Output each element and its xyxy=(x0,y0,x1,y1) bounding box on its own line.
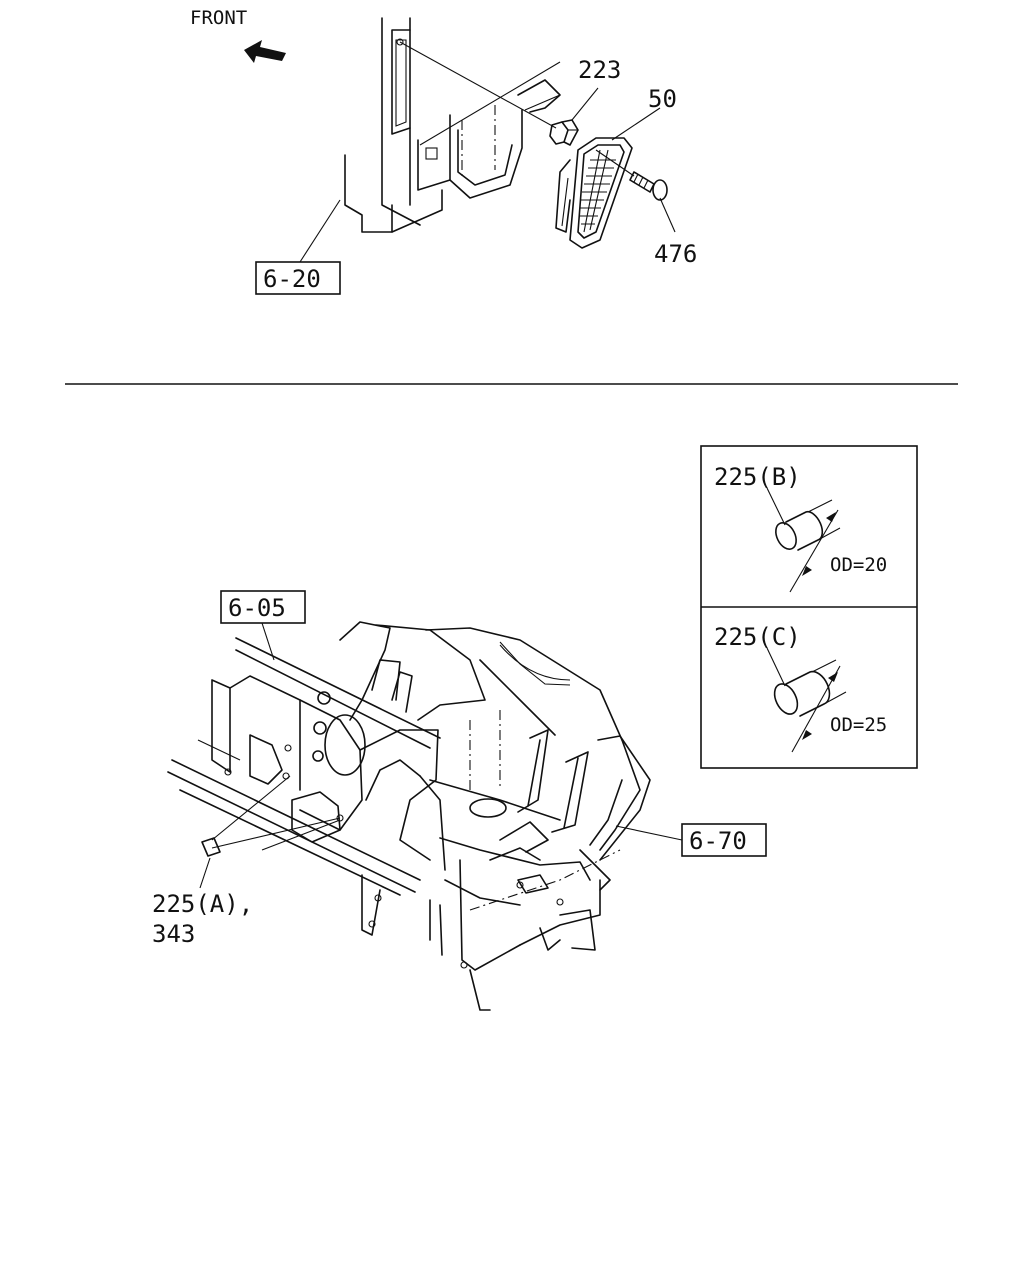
bottom-view: 6-05 xyxy=(152,590,767,1011)
detail-225b-dimension: OD=20 xyxy=(830,554,887,576)
front-arrow-icon xyxy=(244,40,286,63)
detail-225c-dimension: OD=25 xyxy=(830,714,887,736)
body-structure xyxy=(167,621,651,1011)
callout-225a: 225(A), xyxy=(152,890,253,918)
screw-476 xyxy=(595,149,668,201)
ref-box-6-70: 6-70 xyxy=(689,827,747,855)
detail-225b: 225(B) OD=20 xyxy=(714,463,887,593)
callout-476: 476 xyxy=(654,240,697,268)
detail-225c-label: 225(C) xyxy=(714,623,801,651)
ref-box-6-05: 6-05 xyxy=(228,594,286,622)
ref-box-6-20: 6-20 xyxy=(263,265,321,293)
clip-223 xyxy=(549,119,579,146)
grille-cover-50 xyxy=(555,137,633,249)
front-label: FRONT xyxy=(190,7,247,29)
callout-50: 50 xyxy=(648,85,677,113)
ref-box-6-05-frame xyxy=(220,590,306,624)
ref-box-6-70-frame xyxy=(681,823,767,857)
top-view: FRONT xyxy=(190,7,697,295)
detail-225b-label: 225(B) xyxy=(714,463,801,491)
detail-225c: 225(C) OD=25 xyxy=(714,623,887,753)
callout-343: 343 xyxy=(152,920,195,948)
plug-225a xyxy=(201,837,221,857)
ref-box-6-20-frame xyxy=(255,261,341,295)
callout-223: 223 xyxy=(578,56,621,84)
pillar-panel xyxy=(344,17,561,233)
detail-panels: 225(B) OD=20 225(C) OD=25 xyxy=(700,445,918,769)
